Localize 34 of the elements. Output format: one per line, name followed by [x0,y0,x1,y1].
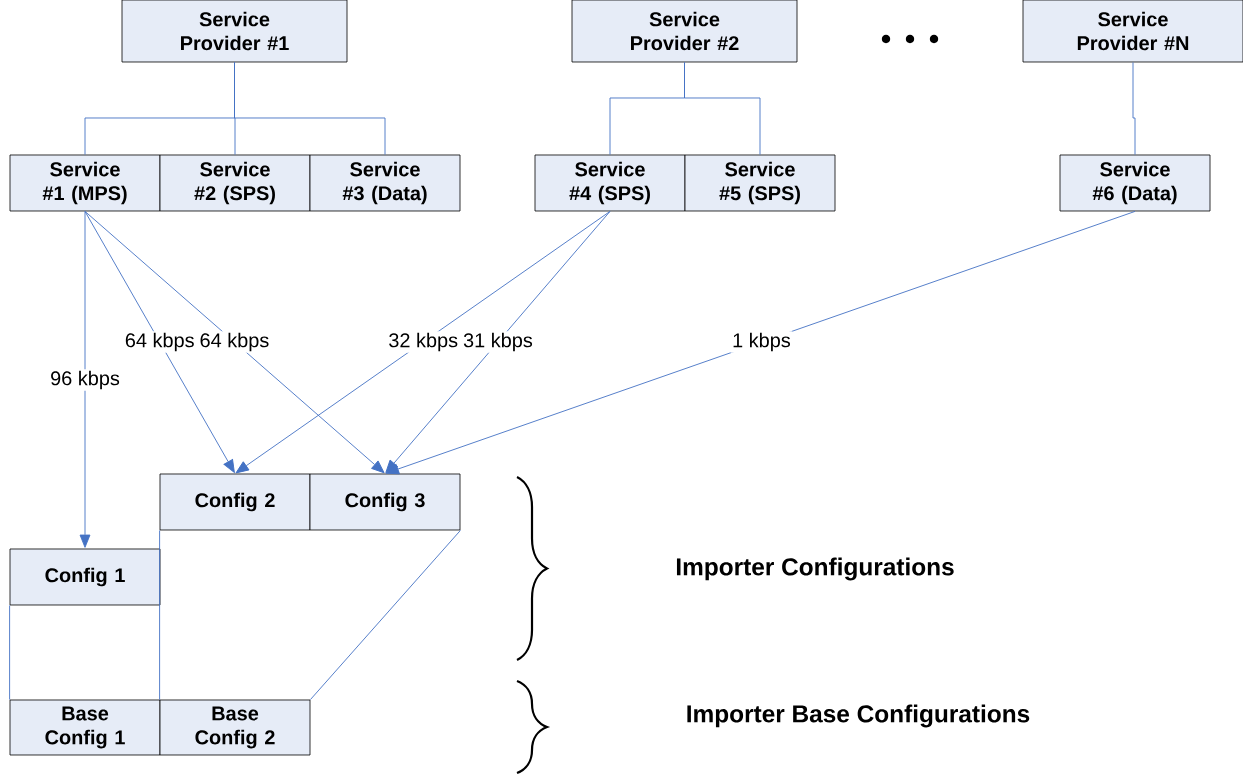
service-box: Service #5 (SPS) [684,154,836,212]
service-box: Service Provider #2 [571,0,798,63]
edge-label: 32 kbps [386,331,460,353]
service-box: Service #3 (Data) [309,154,461,212]
arrow [84,210,235,473]
edge-label: 96 kbps [48,369,122,391]
service-box: Service #1 (MPS) [9,154,161,212]
arrow [84,210,385,474]
service-box: Base Config 2 [159,699,311,756]
arrow [385,210,611,474]
connector-line [309,529,461,701]
connector-line [234,61,386,156]
connector-line [159,529,161,701]
service-box: Config 2 [159,473,311,531]
service-box: Service #2 (SPS) [159,154,311,212]
bracket-label: Importer Configurations [676,557,954,581]
bracket-label: Importer Base Configurations [687,704,1030,728]
service-box: Config 3 [309,473,461,531]
service-box: Service #6 (Data) [1059,154,1211,212]
edge-label: 31 kbps [461,331,535,353]
connector-line [1132,61,1136,156]
connector-line [9,604,11,701]
service-box: Service Provider #1 [121,0,348,63]
service-box: Service #4 (SPS) [534,154,686,212]
edge-label: 64 kbps [198,331,271,353]
edge-label: 1 kbps [730,331,793,353]
connector-line [684,61,761,156]
arrow [235,210,611,474]
edge-label: 64 kbps [123,331,197,353]
arrow [385,210,1136,475]
service-box: Base Config 1 [9,699,161,756]
service-box: Config 1 [9,548,161,606]
service-box: Service Provider #N [1022,0,1243,63]
arrow [79,210,91,548]
